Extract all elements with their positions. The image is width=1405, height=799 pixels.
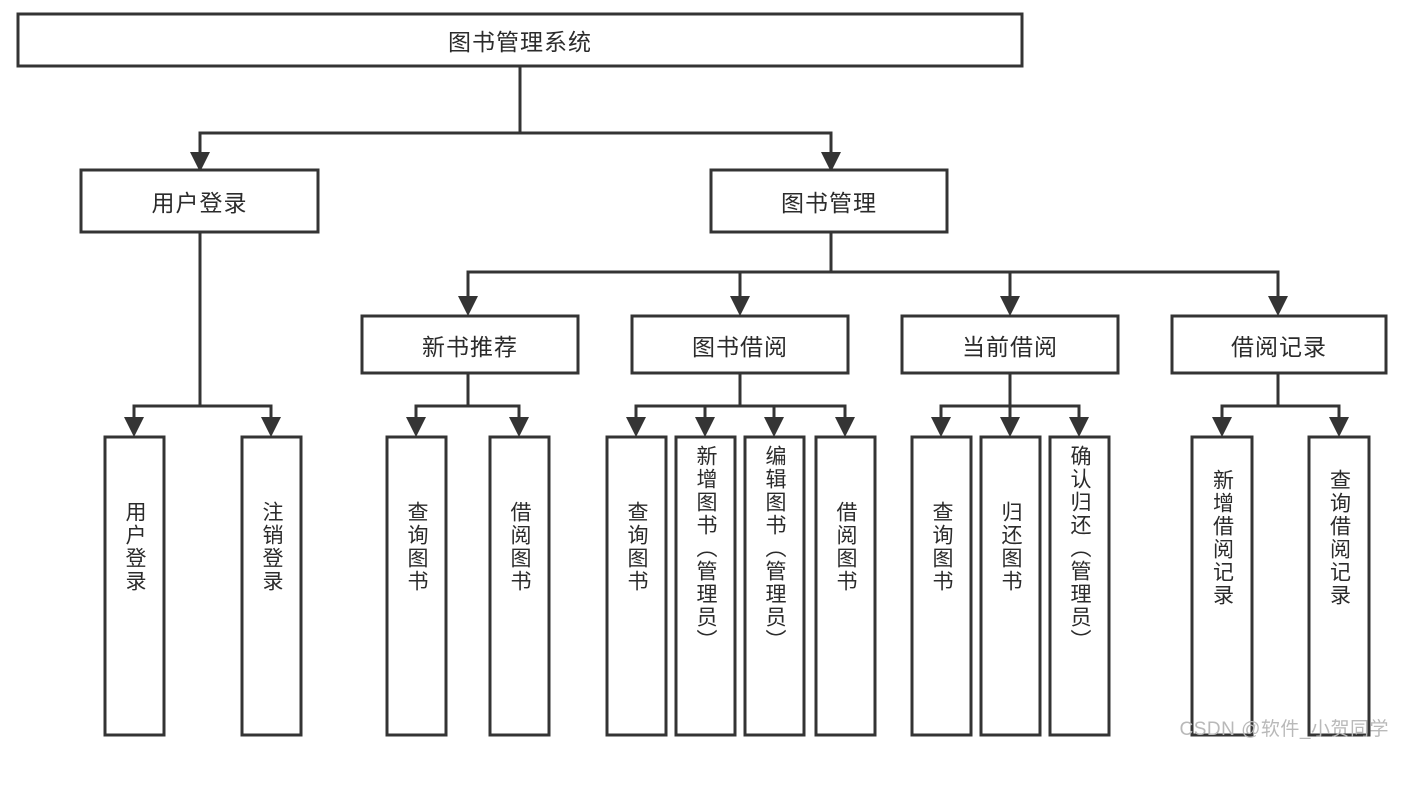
arrow-head-user-login [190,152,210,172]
arrow-head-current-borrow [1000,296,1020,316]
arrow-head-leaf-edit-book-admin [764,417,784,437]
connector-current-borrow-to-leaves [931,371,1089,437]
arrow-head-leaf-add-book-admin [695,417,715,437]
node-user-login[interactable] [79,168,320,234]
node-book-management[interactable] [709,168,949,234]
arrow-head-leaf-confirm-return-admin [1069,417,1089,437]
arrow-head-leaf-add-borrow-record [1212,417,1232,437]
connector-new-book-recommend-to-leaves [406,371,529,437]
diagram-canvas-root: 图书管理系统 用户登录 图书管理 新书推荐 图书借阅 当前借阅 借阅记录 用户登… [16,12,1389,740]
node-root[interactable] [16,12,1024,68]
node-leaf-logout-login[interactable] [240,435,303,737]
connector-borrow-record-to-leaves [1212,371,1349,437]
arrow-head-book-borrow [730,296,750,316]
node-leaf-query-book-2[interactable] [605,435,668,737]
node-leaf-user-login[interactable] [103,435,166,737]
node-leaf-query-book-1[interactable] [385,435,448,737]
node-leaf-edit-book-admin[interactable] [743,435,806,737]
node-new-book-recommend[interactable] [360,314,580,375]
node-leaf-add-borrow-record[interactable] [1190,435,1254,737]
arrow-head-leaf-query-borrow-record [1329,417,1349,437]
node-leaf-borrow-book-2[interactable] [814,435,877,737]
arrow-head-leaf-borrow-book-2 [835,417,855,437]
node-leaf-query-book-3[interactable] [910,435,973,737]
node-leaf-query-borrow-record[interactable] [1307,435,1371,737]
connector-root-to-level2 [190,64,841,172]
arrow-head-leaf-query-book-3 [931,417,951,437]
connector-user-login-to-leaves [124,230,281,437]
arrow-head-leaf-borrow-book-1 [509,417,529,437]
node-leaf-add-book-admin[interactable] [674,435,737,737]
connector-book-management-to-level3 [458,230,1288,316]
arrow-head-leaf-query-book-2 [626,417,646,437]
hierarchy-diagram [16,12,1388,737]
arrow-head-leaf-user-login [124,417,144,437]
arrow-head-leaf-return-book [1000,417,1020,437]
node-leaf-return-book[interactable] [979,435,1042,737]
arrow-head-leaf-logout-login [261,417,281,437]
arrow-head-leaf-query-book-1 [406,417,426,437]
csdn-watermark: CSDN @软件_小贺同学 [1179,719,1389,740]
arrow-head-borrow-record [1268,296,1288,316]
node-leaf-confirm-return-admin[interactable] [1048,435,1111,737]
arrow-head-new-book-recommend [458,296,478,316]
arrow-head-book-management [821,152,841,172]
connector-book-borrow-to-leaves [626,371,855,437]
node-borrow-record[interactable] [1170,314,1388,375]
node-book-borrow[interactable] [630,314,850,375]
node-leaf-borrow-book-1[interactable] [488,435,551,737]
node-current-borrow[interactable] [900,314,1120,375]
